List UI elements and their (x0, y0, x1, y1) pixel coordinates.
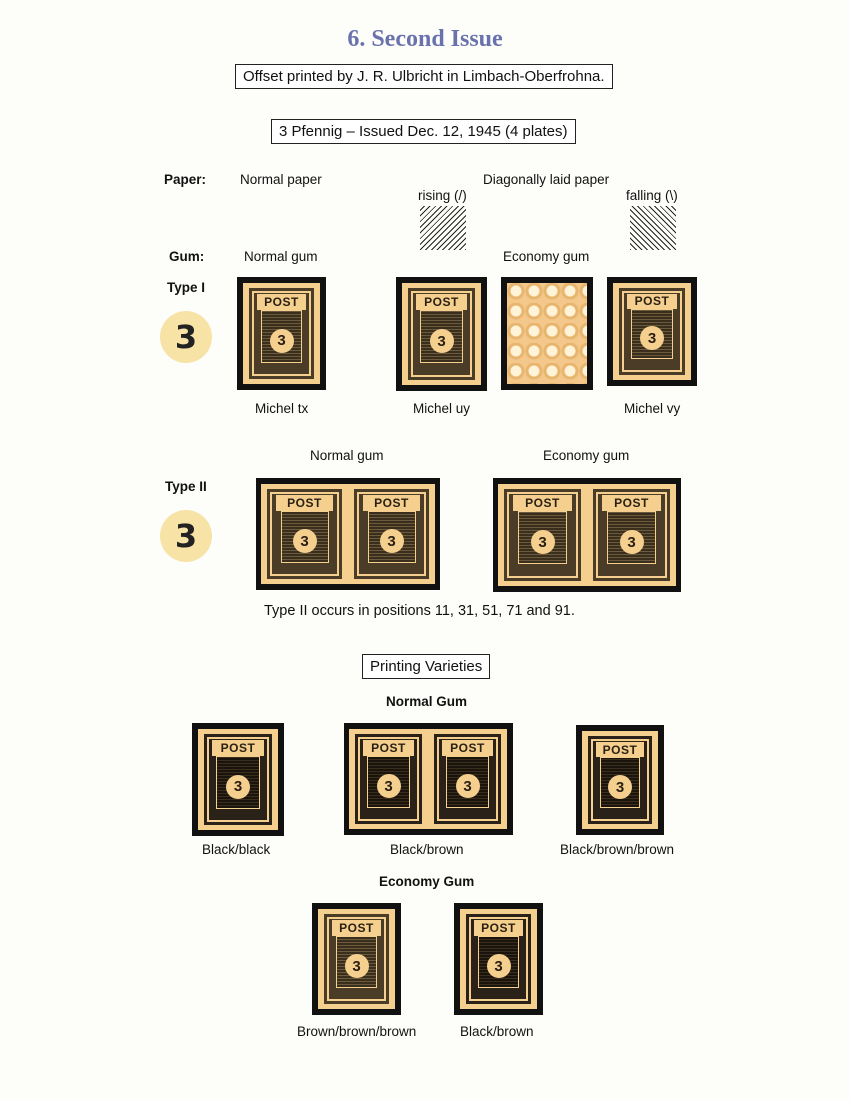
stamp-value: 3 (608, 775, 632, 800)
stamp-value: 3 (269, 328, 294, 353)
label-brown-brown-brown: Brown/brown/brown (297, 1024, 417, 1039)
rising-laid-swatch (420, 206, 466, 250)
type1-badge: 3 (160, 311, 212, 363)
stamp-post-text: POST (256, 294, 307, 310)
stamp-value: 3 (379, 529, 404, 554)
stamp-post-text: POST (513, 495, 572, 512)
stamp-post-text: POST (276, 495, 333, 511)
variety-black-brown-economy: POST 3 (454, 903, 543, 1015)
stamp-post-text: POST (416, 294, 467, 311)
stamp-value: 3 (226, 774, 250, 799)
gum-economy: Economy gum (503, 249, 590, 264)
stamp-value: 3 (640, 326, 664, 351)
type2-economy-gum: Economy gum (543, 448, 630, 463)
falling-laid-swatch (630, 206, 676, 250)
label-black-brown-economy: Black/brown (460, 1024, 534, 1039)
page-title: 6. Second Issue (347, 26, 503, 52)
stamp-post-text: POST (363, 740, 414, 756)
stamp-economy-gum-back (501, 277, 593, 390)
stamp-value: 3 (376, 774, 401, 799)
stamp-value: 3 (619, 530, 644, 555)
label-black-black: Black/black (202, 842, 271, 857)
label-michel-tx: Michel tx (255, 401, 309, 416)
variety-black-black: POST 3 (192, 723, 284, 836)
type2-label: Type II (165, 479, 207, 494)
label-michel-vy: Michel vy (624, 401, 681, 416)
stamp-post-text: POST (212, 740, 264, 756)
varieties-normal-gum: Normal Gum (386, 694, 468, 709)
type2-badge: 3 (160, 510, 212, 562)
stamp-post-text: POST (363, 495, 420, 511)
stamp-michel-uy: POST 3 (396, 277, 487, 391)
stamp-michel-vy: POST 3 (607, 277, 697, 386)
variety-black-brown-brown: POST 3 (576, 725, 664, 835)
stamp-value: 3 (429, 329, 454, 354)
paper-laid: Diagonally laid paper (483, 172, 610, 187)
stamp-value: 3 (344, 954, 369, 979)
type1-label: Type I (167, 280, 206, 295)
issue-note: 3 Pfennig – Issued Dec. 12, 1945 (4 plat… (271, 119, 576, 144)
label-black-brown: Black/brown (390, 842, 464, 857)
stamp-post-text: POST (595, 742, 645, 758)
gum-normal: Normal gum (244, 249, 318, 264)
stamp-value: 3 (455, 774, 480, 799)
variety-brown-brown-brown: POST 3 (312, 903, 401, 1015)
type2-economy-pair: POST 3 POST 3 (493, 478, 681, 592)
varieties-economy-gum: Economy Gum (379, 874, 475, 889)
label-michel-uy: Michel uy (413, 401, 471, 416)
stamp-michel-tx: POST 3 (237, 277, 326, 390)
varieties-heading: Printing Varieties (362, 654, 491, 679)
stamp-post-text: POST (473, 920, 524, 936)
paper-falling: falling (\) (626, 188, 678, 203)
stamp-post-text: POST (626, 294, 678, 309)
variety-black-brown-pair: POST 3 POST 3 (344, 723, 513, 835)
printer-note: Offset printed by J. R. Ulbricht in Limb… (235, 64, 613, 89)
stamp-value: 3 (486, 954, 511, 979)
paper-normal: Normal paper (240, 172, 322, 187)
type2-normal-pair: POST 3 POST 3 (256, 478, 440, 590)
stamp-post-text: POST (331, 920, 382, 936)
paper-rising: rising (/) (418, 188, 467, 203)
type2-positions-note: Type II occurs in positions 11, 31, 51, … (264, 603, 575, 619)
label-black-brown-brown: Black/brown/brown (560, 842, 675, 857)
stamp-value: 3 (530, 530, 555, 555)
stamp-value: 3 (292, 529, 317, 554)
type2-normal-gum: Normal gum (310, 448, 384, 463)
stamp-post-text: POST (602, 495, 661, 512)
paper-label: Paper: (164, 172, 207, 187)
gum-label: Gum: (169, 249, 205, 264)
stamp-post-text: POST (442, 740, 493, 756)
